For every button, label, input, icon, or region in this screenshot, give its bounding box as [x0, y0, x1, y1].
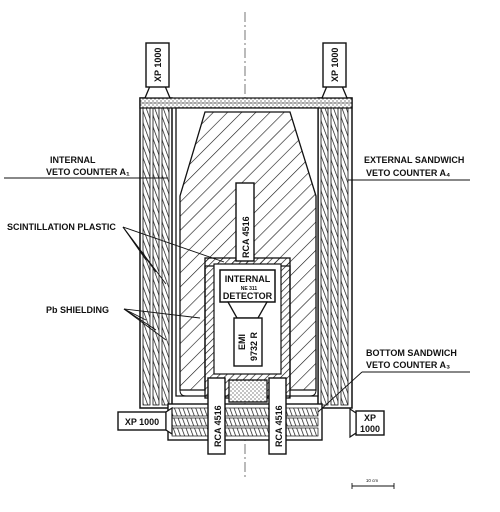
- rca-bottom-left-label: RCA 4516: [213, 405, 223, 447]
- xp-top-right-label: XP 1000: [330, 48, 340, 82]
- right-sandwich-wall: [317, 97, 353, 409]
- label-pb-shielding: Pb SHIELDING: [46, 305, 109, 315]
- xp-top-left-funnel: [144, 85, 171, 99]
- xp-bottom-right-tube: [355, 410, 385, 436]
- label-external-sandwich-1: EXTERNAL SANDWICH: [364, 155, 464, 165]
- left-sandwich-wall: [139, 97, 173, 409]
- rca-top-tube: [235, 182, 255, 262]
- callout-external-sandwich: EXTERNAL SANDWICH VETO COUNTER A₄: [348, 155, 470, 181]
- label-bottom-sandwich-1: BOTTOM SANDWICH: [366, 348, 457, 358]
- rca-bottom-right-tube: [268, 377, 287, 455]
- emi-pmt: [233, 317, 263, 367]
- xp-top-left-tube: [145, 42, 170, 88]
- emi-label-line1: EMI: [237, 334, 247, 350]
- emi-label-line2: 9732 R: [249, 331, 259, 361]
- xp-bottom-right-label-2: 1000: [360, 424, 380, 434]
- label-scintillation-plastic: SCINTILLATION PLASTIC: [7, 222, 116, 232]
- callout-pb-shielding: Pb SHIELDING: [46, 305, 201, 341]
- callout-internal-veto: INTERNAL VETO COUNTER A₁: [4, 155, 168, 179]
- xp-bottom-left-label: XP 1000: [125, 417, 159, 427]
- xp-bottom-right-label-1: XP: [364, 413, 376, 423]
- rca-bottom-left-tube: [207, 377, 226, 455]
- xp-top-right-funnel: [321, 85, 348, 99]
- callout-scintillation-plastic: SCINTILLATION PLASTIC: [7, 222, 225, 285]
- internal-detector-line2: NE 311: [241, 286, 258, 292]
- label-bottom-sandwich-2: VETO COUNTER A₃: [366, 360, 450, 370]
- rca-bottom-right-label: RCA 4516: [274, 405, 284, 447]
- scale-bar: 10 cm: [351, 478, 395, 489]
- xp-top-right-tube: [322, 42, 347, 88]
- callout-bottom-sandwich: BOTTOM SANDWICH VETO COUNTER A₃: [317, 348, 470, 413]
- xp-top-left-label: XP 1000: [153, 48, 163, 82]
- label-internal-veto-1: INTERNAL: [50, 155, 96, 165]
- bottom-scintillator: [228, 379, 268, 403]
- label-internal-veto-2: VETO COUNTER A₁: [46, 167, 130, 177]
- internal-detector-line3: DETECTOR: [223, 291, 273, 301]
- internal-detector-line1: INTERNAL: [225, 274, 271, 284]
- internal-detector: INTERNAL NE 311 DETECTOR EMI 9732 R: [219, 269, 276, 367]
- rca-top-label: RCA 4516: [241, 216, 251, 258]
- bottom-sandwich: [167, 403, 323, 441]
- label-external-sandwich-2: VETO COUNTER A₄: [366, 168, 450, 178]
- scale-label: 10 cm: [366, 478, 379, 483]
